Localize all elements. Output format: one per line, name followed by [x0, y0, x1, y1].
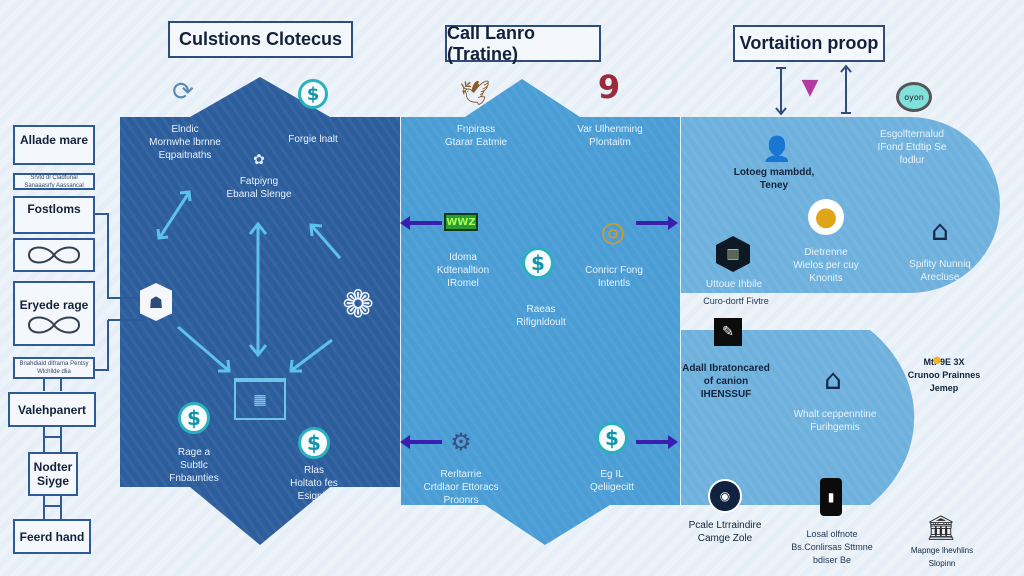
connector: [60, 379, 62, 391]
flow-box-valehpanert[interactable]: Valehpanert: [8, 392, 96, 427]
coin-icon: ●: [808, 199, 844, 235]
panel-right-text-6: Curo-dortf Fivtre: [703, 296, 769, 306]
connector: [43, 427, 45, 455]
user-icon: 👤: [762, 135, 792, 163]
panel-center-text-3: Idoma Kdtenalltion IRomel: [436, 252, 490, 289]
arrow-left-icon: [400, 435, 442, 449]
title-center: Call Lanro (Tratine): [445, 22, 601, 64]
coins-icon: ◎: [600, 214, 626, 248]
connector: [43, 496, 45, 520]
laptop-icon: ▦: [234, 378, 286, 420]
panel-right-text-4: Uttoue Ihbile: [705, 279, 763, 290]
panel-right-text-5: Spifity Nunniq Arecluse: [909, 259, 971, 283]
flow-box-eryede[interactable]: Eryede rage: [13, 281, 95, 346]
flow-box-feerd[interactable]: Feerd hand: [13, 519, 91, 554]
connector: [43, 379, 45, 391]
infinity-icon: [27, 246, 81, 264]
connector: [60, 427, 62, 455]
monitor-icon: ▼: [801, 74, 819, 100]
flow-box-label: Eryede rage: [19, 297, 89, 312]
dollar-icon: $: [298, 79, 328, 109]
flow-note-2: Bnahdiald dIfrarna Pentsy Wlchllde dlia: [13, 357, 95, 379]
panel-left-text-2: Forgie lnalt: [288, 134, 338, 145]
arrow-left-icon: [400, 216, 442, 230]
panel-left-text-4: Rage a Subtlc Fnbaunties: [169, 447, 219, 484]
flow-box-label: Fostloms: [27, 202, 81, 216]
arrow-diagonal-3: [177, 325, 229, 372]
document-icon: ✎: [714, 318, 742, 346]
arrow-diagonal-2: [310, 225, 342, 259]
flow-note-text: Bnahdiald dIfrarna Pentsy Wlchllde dlia: [19, 361, 89, 375]
title-left: Culstions Clotecus: [168, 21, 353, 58]
panel-center-text-7: Eg IL Qeliigecitt: [590, 469, 634, 493]
house-icon: ⌂: [824, 362, 842, 396]
panel-center-text-4: Conricr Fong Intentls: [585, 265, 643, 289]
dollar-icon: $: [596, 422, 628, 454]
dollar-icon: $: [298, 427, 330, 459]
panel-right-text-2: Esgolfternalud IFond Etdtip Se fodlur: [877, 129, 947, 166]
left-flow-connectors: [95, 213, 140, 371]
panel-left-text-3: Fatpiyng Ebanal Slenge: [226, 176, 292, 200]
title-right-text: Vortaition proop: [739, 33, 879, 53]
eagle-icon: 🕊: [459, 79, 491, 107]
shield-user-icon: ☗: [140, 283, 172, 321]
flow-box-infinity-1: [13, 238, 95, 272]
badge-icon: oyon: [896, 82, 932, 112]
arrow-diagonal-4: [291, 338, 333, 372]
house-icon: ⌂: [931, 213, 949, 247]
dollar-icon: $: [178, 402, 210, 434]
flow-box-label: Allade mare: [19, 133, 89, 147]
connector: [43, 436, 62, 438]
hex-chart-icon: ▥: [716, 236, 750, 272]
panel-left-text-5: Rlas Holtato fes Esignie: [290, 465, 338, 502]
gear-small-icon: ✿: [253, 152, 265, 168]
lightbulb-icon: ●: [932, 354, 942, 366]
dollar-icon: $: [522, 247, 554, 279]
flow-box-fostloms[interactable]: Fostloms: [13, 196, 95, 234]
robot-icon: ⚙: [450, 428, 472, 456]
arrow-right-icon: [636, 216, 678, 230]
panel-right-text-1: Lotoeg mambdd, Teney: [733, 167, 815, 191]
flow-note-text: Srvtd dl Cladfunal Sanaaasrfy Aassancal: [24, 174, 84, 189]
panel-right-text-11: Losal olfnote Bs.Conlirsas Sttmne bdiser…: [791, 529, 873, 565]
panel-center-text-6: Rerltarrie Crtdlaor Ettoracs Proonrs: [423, 469, 499, 506]
title-right: Vortaition proop: [733, 25, 885, 62]
flow-box-allade[interactable]: Allade mare: [13, 125, 95, 165]
flow-box-label: Nodter Siyge: [33, 460, 73, 488]
infinity-icon: [27, 316, 81, 333]
flow-box-label: Feerd hand: [19, 529, 85, 544]
phone-icon: ▮: [820, 478, 842, 516]
gear-cluster-icon: ❁: [342, 282, 374, 326]
circle-badge-icon: ◉: [708, 479, 742, 513]
right-vertical-arrows: [775, 64, 852, 116]
panel-right-text-12: Mapnge lhevhlins Slopinn: [910, 546, 974, 568]
panel-right-text-8: Whalt ceppenntine Furihgemis: [793, 409, 877, 433]
arrow-right-icon: [636, 435, 678, 449]
cash-icon: WWZ: [444, 213, 478, 231]
hook-icon: 9: [597, 68, 621, 106]
building-icon: 🏛: [925, 514, 957, 542]
flow-box-label: Valehpanert: [17, 402, 87, 417]
panel-right-text-3: Dietrenne Wielos per cuy Knonits: [793, 247, 859, 284]
panel-center-text-2: Var Ulhenming Plontaitm: [577, 124, 643, 148]
connector: [60, 496, 62, 520]
panel-right-text-10: Pcale Ltrraindire Camge Zole: [688, 520, 762, 544]
gear-cycle-icon: ⟳: [172, 77, 194, 107]
title-center-text: Call Lanro (Tratine): [447, 22, 536, 64]
title-left-text: Culstions Clotecus: [178, 29, 343, 49]
panel-left-text-1: Elndic Mornwhe lbrnne Eqpaitnaths: [149, 124, 221, 161]
panel-right-text-9: Mtr 9E 3X Crunoo Prainnes Jemep: [907, 357, 981, 393]
panel-right-text-7: Adall Ibratoncared of canion IHENSSUF: [682, 363, 770, 400]
flow-arrows: [156, 190, 342, 373]
panel-center-text-1: Fnpirass Gtarar Eatmie: [444, 124, 508, 148]
flow-note-1: Srvtd dl Cladfunal Sanaaasrfy Aassancal: [13, 173, 95, 190]
arrow-diagonal-1: [158, 193, 190, 238]
panel-center-text-5: Raeas Rifignldoult: [516, 304, 566, 328]
connector: [43, 505, 62, 507]
flow-box-nodter[interactable]: Nodter Siyge: [28, 452, 78, 496]
